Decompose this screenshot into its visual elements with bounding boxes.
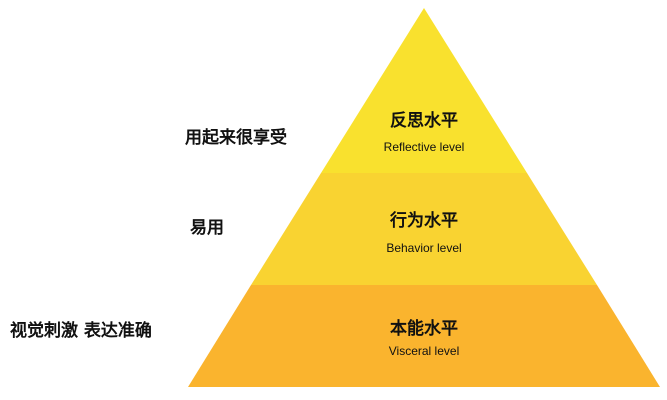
behavior-subtitle: Behavior level <box>386 241 462 255</box>
pyramid-layer-reflective <box>321 8 527 173</box>
reflective-subtitle: Reflective level <box>383 140 465 154</box>
visceral-title: 本能水平 <box>390 319 458 339</box>
pyramid-layer-visceral <box>188 285 660 387</box>
reflective-title: 反思水平 <box>390 111 458 131</box>
pyramid-layer-behavior <box>251 173 597 285</box>
visceral-subtitle: Visceral level <box>388 344 460 358</box>
reflective-side-label: 用起来很享受 <box>185 128 287 148</box>
behavior-side-label: 易用 <box>190 218 224 238</box>
visceral-side-label: 视觉刺激 表达准确 <box>10 321 152 341</box>
behavior-title: 行为水平 <box>390 211 458 231</box>
